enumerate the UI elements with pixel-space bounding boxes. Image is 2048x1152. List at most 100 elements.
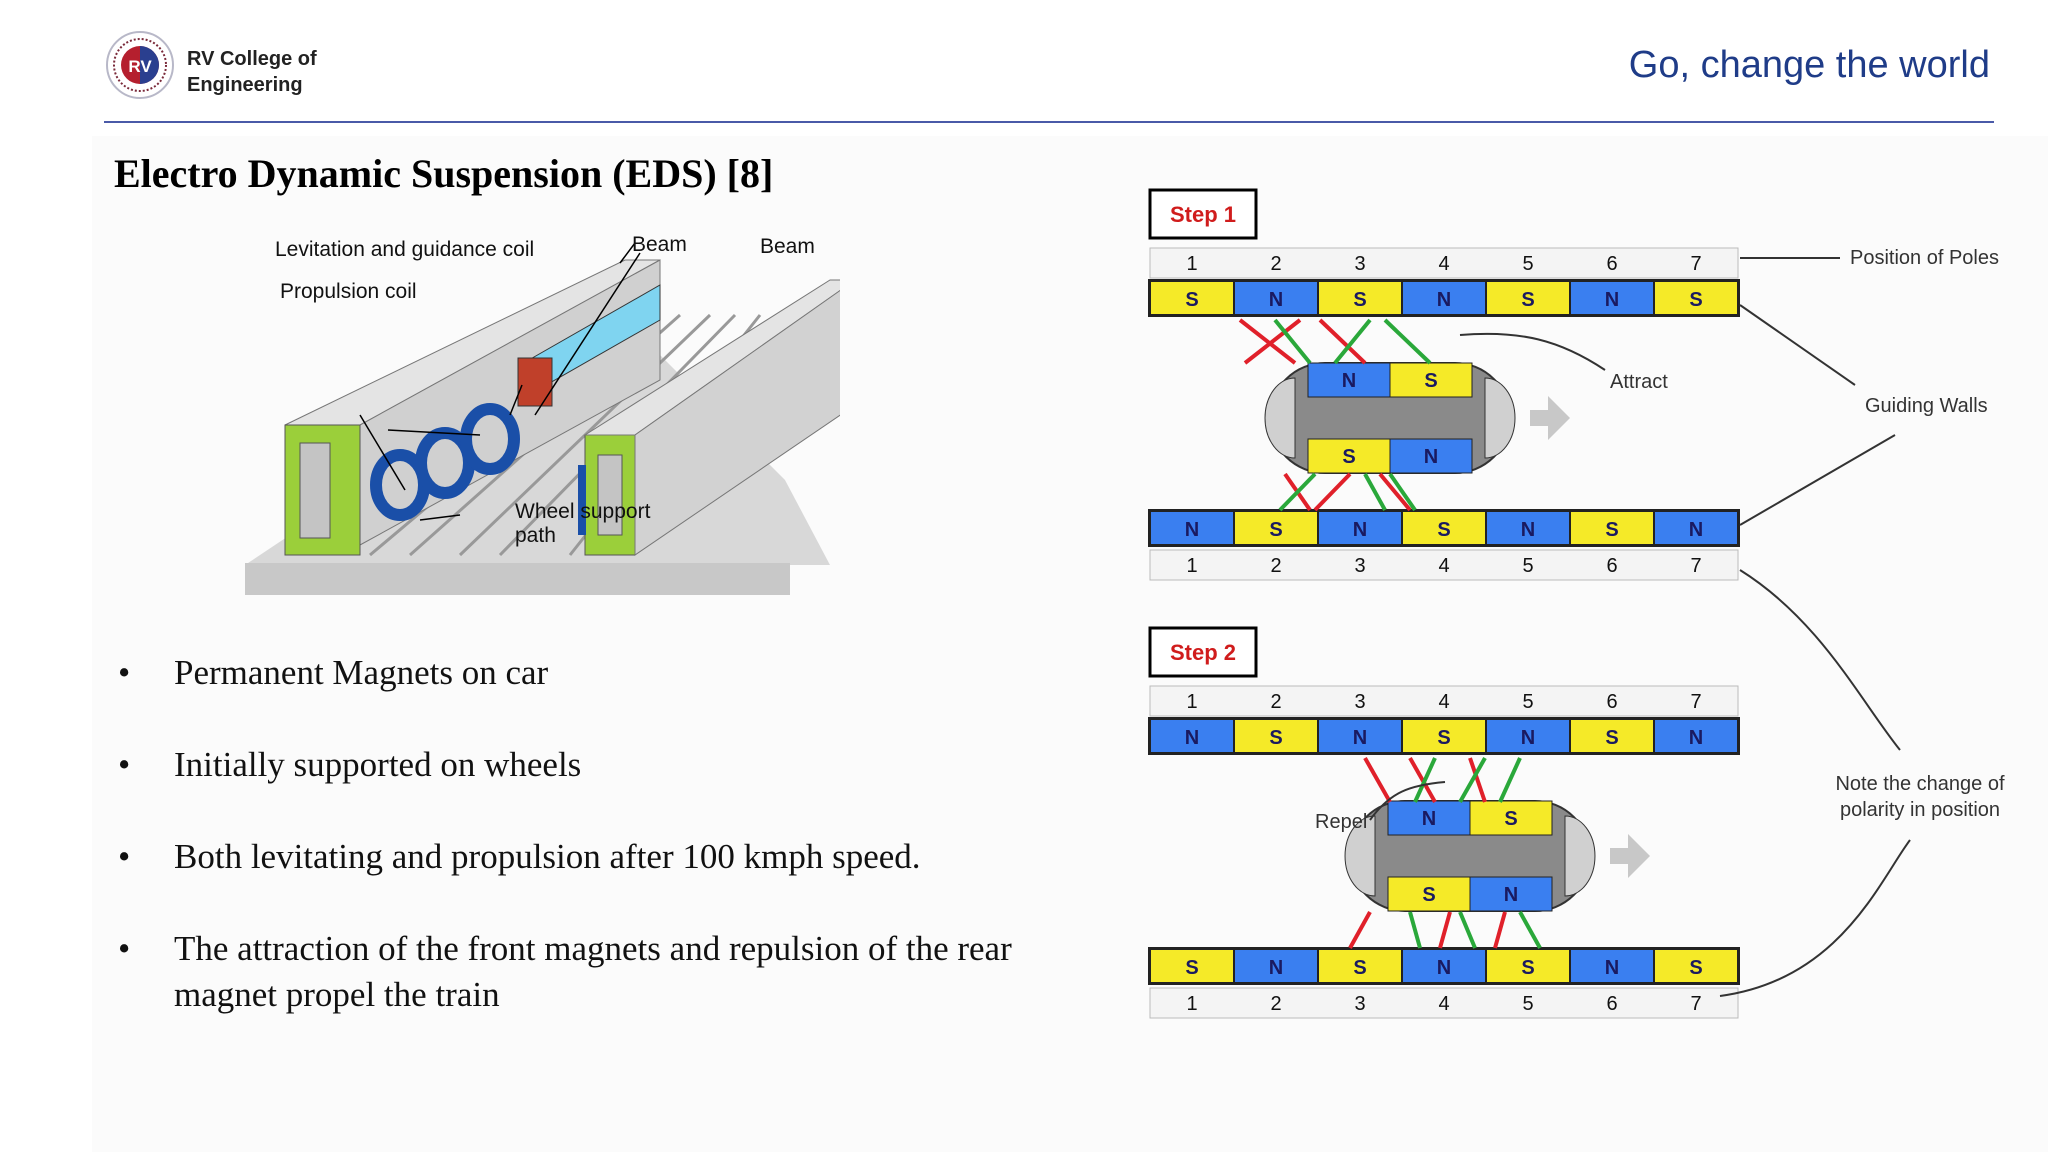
label-levitation-coil: Levitation and guidance coil: [275, 238, 534, 261]
step2-green-arrow: [1458, 757, 1487, 803]
note-line-top: [1739, 569, 1901, 751]
step1-bottom-wall-pole-label: N: [1689, 519, 1703, 541]
label-beam-2: Beam: [760, 235, 815, 258]
step1-bottom-wall-pole-label: S: [1269, 519, 1282, 541]
step1-top-numbers-number: 1: [1186, 253, 1197, 275]
step2-bottom-wall-pole: [1151, 950, 1233, 982]
step2-bottom-numbers-number: 3: [1354, 993, 1365, 1015]
step1-top-wall-pole-label: S: [1353, 289, 1366, 311]
step2-box: [1148, 626, 1258, 678]
step1-bottom-numbers-number: 1: [1186, 555, 1197, 577]
annotation-guiding-walls: Guiding Walls: [1865, 395, 1988, 417]
step1-green-arrow: [1363, 473, 1387, 511]
step1-top-wall-pole-label: N: [1605, 289, 1619, 311]
step2-top-wall-pole-label: S: [1437, 727, 1450, 749]
bullet-item: •Both levitating and propulsion after 10…: [118, 837, 921, 876]
step1-car-top-magnet: [1307, 362, 1391, 398]
step1-bottom-numbers-number: 6: [1606, 555, 1617, 577]
step2-car-top-magnet: [1469, 800, 1553, 836]
step2-top-wall-pole-label: N: [1521, 727, 1535, 749]
base-front: [245, 563, 790, 595]
guideway-diagram: Levitation and guidance coil Beam Beam P…: [245, 233, 840, 595]
step2-top-numbers-number: 2: [1270, 691, 1281, 713]
step2-top-wall-pole: [1235, 720, 1317, 752]
step2-top-wall-pole-label: S: [1605, 727, 1618, 749]
step1-top-numbers-number: 4: [1438, 253, 1449, 275]
bullet-item: •Permanent Magnets on car: [118, 653, 549, 692]
step2-red-arrow: [1493, 911, 1507, 949]
step2-bottom-wall-pole: [1655, 950, 1737, 982]
bullet-text: The attraction of the front magnets and …: [174, 929, 1012, 1014]
step1-car-bottom-magnet-label: S: [1342, 446, 1355, 468]
step2-top-wall-pole-label: S: [1269, 727, 1282, 749]
bullet-item: •Initially supported on wheels: [118, 745, 582, 784]
step1-bottom-wall-pole-label: S: [1605, 519, 1618, 541]
step2-car-bottom-magnet: [1469, 876, 1553, 912]
step1-bottom-wall-pole: [1151, 512, 1233, 544]
step2-car-top-magnet-label: S: [1504, 808, 1517, 830]
step1-top-wall-pole: [1151, 282, 1233, 314]
step2-bottom-wall-pole: [1487, 950, 1569, 982]
step1-bottom-numbers-bg: [1149, 549, 1739, 581]
step1-bottom-wall-pole: [1487, 512, 1569, 544]
step1-box: [1148, 188, 1258, 240]
step2-top-wall-pole: [1487, 720, 1569, 752]
step2-top-numbers-bg: [1149, 685, 1739, 717]
step1-bottom-wall-pole: [1571, 512, 1653, 544]
step1-top-wall-pole-label: S: [1689, 289, 1702, 311]
bullet-text: Both levitating and propulsion after 100…: [174, 837, 921, 876]
step1-top-wall-pole: [1319, 282, 1401, 314]
step1-car-top-magnet-label: N: [1342, 370, 1356, 392]
step2-red-arrow: [1438, 911, 1452, 949]
step2-car-bottom-magnet-label: S: [1422, 884, 1435, 906]
step1-car-bottom-magnet-label: N: [1424, 446, 1438, 468]
step1-top-numbers-bg: [1149, 247, 1739, 279]
college-name: RV College of Engineering: [187, 48, 317, 96]
step2-top-numbers-number: 5: [1522, 691, 1533, 713]
step2-top-numbers-number: 7: [1690, 691, 1701, 713]
step2-top-wall-pole: [1151, 720, 1233, 752]
step1-top-wall-pole: [1403, 282, 1485, 314]
step2-green-arrow: [1413, 757, 1437, 803]
step2-top-numbers-number: 1: [1186, 691, 1197, 713]
step2-bottom-wall-pole-label: N: [1437, 957, 1451, 979]
step2-bottom-wall-pole: [1403, 950, 1485, 982]
step2-red-arrow: [1348, 911, 1372, 949]
step2-bottom-wall-pole: [1571, 950, 1653, 982]
college-logo: RV: [106, 31, 174, 99]
step1-red-arrow: [1313, 472, 1352, 512]
step2-top-wall-pole-label: N: [1689, 727, 1703, 749]
step1-top-wall-pole: [1235, 282, 1317, 314]
annotation-position-of-poles: Position of Poles: [1850, 247, 1999, 269]
propulsion-coils: [370, 403, 520, 521]
bullet-text: Permanent Magnets on car: [174, 653, 549, 692]
step1-red-arrow: [1238, 318, 1297, 365]
step1-bottom-wall-pole: [1403, 512, 1485, 544]
header-divider: [104, 121, 1994, 123]
label-beam-1: Beam: [632, 233, 687, 256]
guidance-coil: [517, 357, 553, 407]
step2-bottom-numbers-number: 6: [1606, 993, 1617, 1015]
annotation-note-line1: Note the change of: [1835, 773, 2004, 795]
annotation-attract: Attract: [1610, 371, 1668, 393]
step1-bottom-wall-pole: [1319, 512, 1401, 544]
step2-bottom-wall-pole-label: N: [1605, 957, 1619, 979]
step1-bottom-numbers-number: 2: [1270, 555, 1281, 577]
step2-top-numbers-number: 4: [1438, 691, 1449, 713]
bullet-text: Initially supported on wheels: [174, 745, 582, 784]
step2-car-bottom-magnet: [1387, 876, 1471, 912]
repel-line: [1369, 781, 1446, 821]
step2-top-wall-pole: [1403, 720, 1485, 752]
step2-red-arrow: [1408, 757, 1437, 803]
label-wheel-path-line1: Wheel support: [515, 500, 651, 523]
step1-top-wall-pole: [1487, 282, 1569, 314]
step1-green-arrow: [1273, 318, 1312, 365]
step2-car-direction-arrow: [1610, 834, 1650, 878]
step1-bottom-wall-pole: [1655, 512, 1737, 544]
step2-top-numbers-number: 3: [1354, 691, 1365, 713]
step2-red-arrow: [1468, 757, 1487, 803]
step2-car-top-magnet: [1387, 800, 1471, 836]
step2-top-wall-pole: [1655, 720, 1737, 752]
step1-green-arrow: [1333, 318, 1372, 365]
step2-bottom-wall-pole-label: S: [1521, 957, 1534, 979]
